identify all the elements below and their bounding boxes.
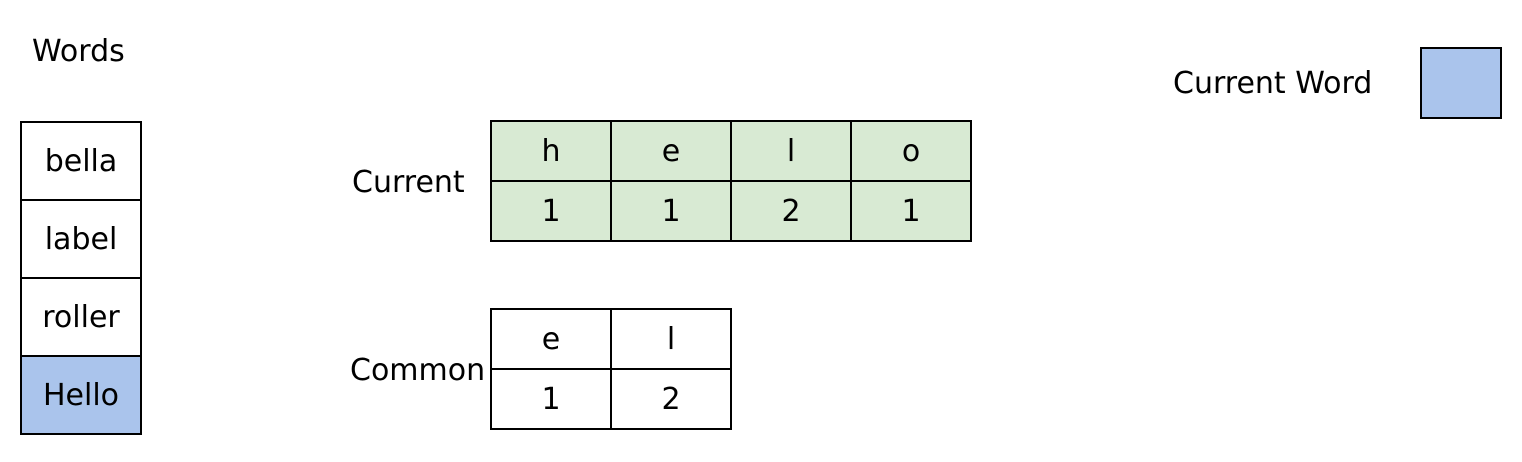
current-table: h e l o 1 1 2 1 [490, 120, 972, 242]
word-cell: roller [20, 277, 142, 357]
common-letter-cell: l [610, 308, 732, 370]
current-count-cell: 1 [610, 180, 732, 242]
words-list: bella label roller Hello [20, 121, 142, 435]
word-cell-active: Hello [20, 355, 142, 435]
common-count-cell: 1 [490, 368, 612, 430]
common-table: e l 1 2 [490, 308, 732, 430]
word-cell: label [20, 199, 142, 279]
common-label: Common [350, 353, 486, 388]
current-letter-cell: o [850, 120, 972, 182]
current-letter-cell: h [490, 120, 612, 182]
current-letter-cell: e [610, 120, 732, 182]
common-counts-row: 1 2 [490, 368, 732, 430]
current-letters-row: h e l o [490, 120, 972, 182]
common-letters-row: e l [490, 308, 732, 370]
current-count-cell: 1 [490, 180, 612, 242]
common-count-cell: 2 [610, 368, 732, 430]
common-letter-cell: e [490, 308, 612, 370]
current-word-label: Current Word [1173, 66, 1373, 101]
current-word-swatch [1420, 47, 1502, 119]
current-label: Current [352, 165, 465, 200]
word-cell: bella [20, 121, 142, 201]
current-letter-cell: l [730, 120, 852, 182]
current-count-cell: 2 [730, 180, 852, 242]
current-counts-row: 1 1 2 1 [490, 180, 972, 242]
words-heading: Words [32, 34, 125, 69]
current-count-cell: 1 [850, 180, 972, 242]
